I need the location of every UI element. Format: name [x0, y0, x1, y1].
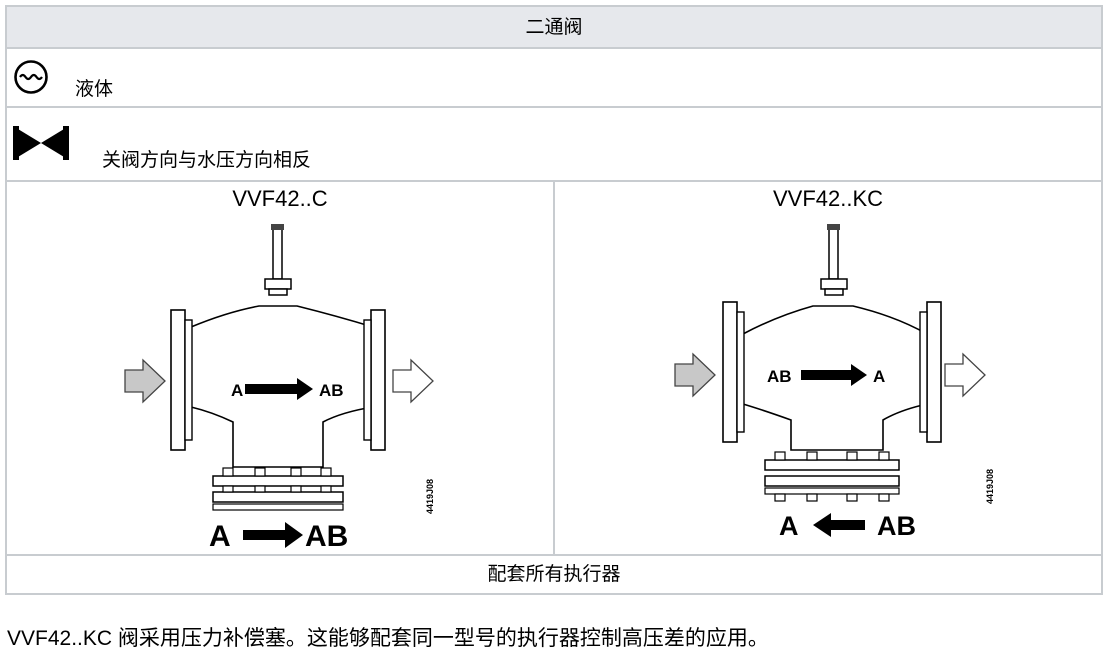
- description-paragraph: VVF42..KC 阀采用压力补偿塞。这能够配套同一型号的执行器控制高压差的应用…: [7, 627, 769, 650]
- footer-label: 配套所有执行器: [487, 563, 621, 585]
- medium-row: 液体: [7, 49, 1101, 108]
- outer-from-label: A: [209, 520, 231, 553]
- liquid-icon: [14, 60, 48, 94]
- diagram-row: VVF42..C: [7, 182, 1101, 556]
- valve-symbol-icon: [13, 126, 69, 160]
- diagram-cell-vvf42-c: VVF42..C: [7, 182, 555, 554]
- header-title: 二通阀: [525, 16, 583, 38]
- direction-row: 关阀方向与水压方向相反: [7, 108, 1101, 182]
- medium-label: 液体: [75, 78, 114, 100]
- table-header: 二通阀: [7, 7, 1101, 49]
- table-footer: 配套所有执行器: [7, 556, 1101, 593]
- inner-from-label: AB: [767, 367, 792, 386]
- drawing-code: 4419J08: [985, 469, 995, 504]
- outer-to-label: AB: [305, 520, 348, 553]
- outer-to-label: AB: [877, 511, 916, 541]
- valve-diagram-vvf42-c: A AB 4419J08 A AB: [124, 224, 435, 553]
- direction-label: 关阀方向与水压方向相反: [102, 149, 312, 171]
- outer-from-label: A: [779, 511, 799, 541]
- valve-diagram-vvf42-kc: AB A 4419J08 A AB: [674, 224, 995, 541]
- inner-from-label: A: [231, 381, 243, 400]
- inner-to-label: A: [873, 367, 885, 386]
- diagram-cell-vvf42-kc: VVF42..KC: [555, 182, 1101, 554]
- inner-to-label: AB: [319, 381, 344, 400]
- model-label: VVF42..C: [232, 186, 328, 211]
- model-label: VVF42..KC: [772, 186, 884, 211]
- valve-table: 二通阀 液体 关阀方向与水压方向相反 VVF42..C: [5, 5, 1103, 595]
- drawing-code: 4419J08: [425, 479, 435, 514]
